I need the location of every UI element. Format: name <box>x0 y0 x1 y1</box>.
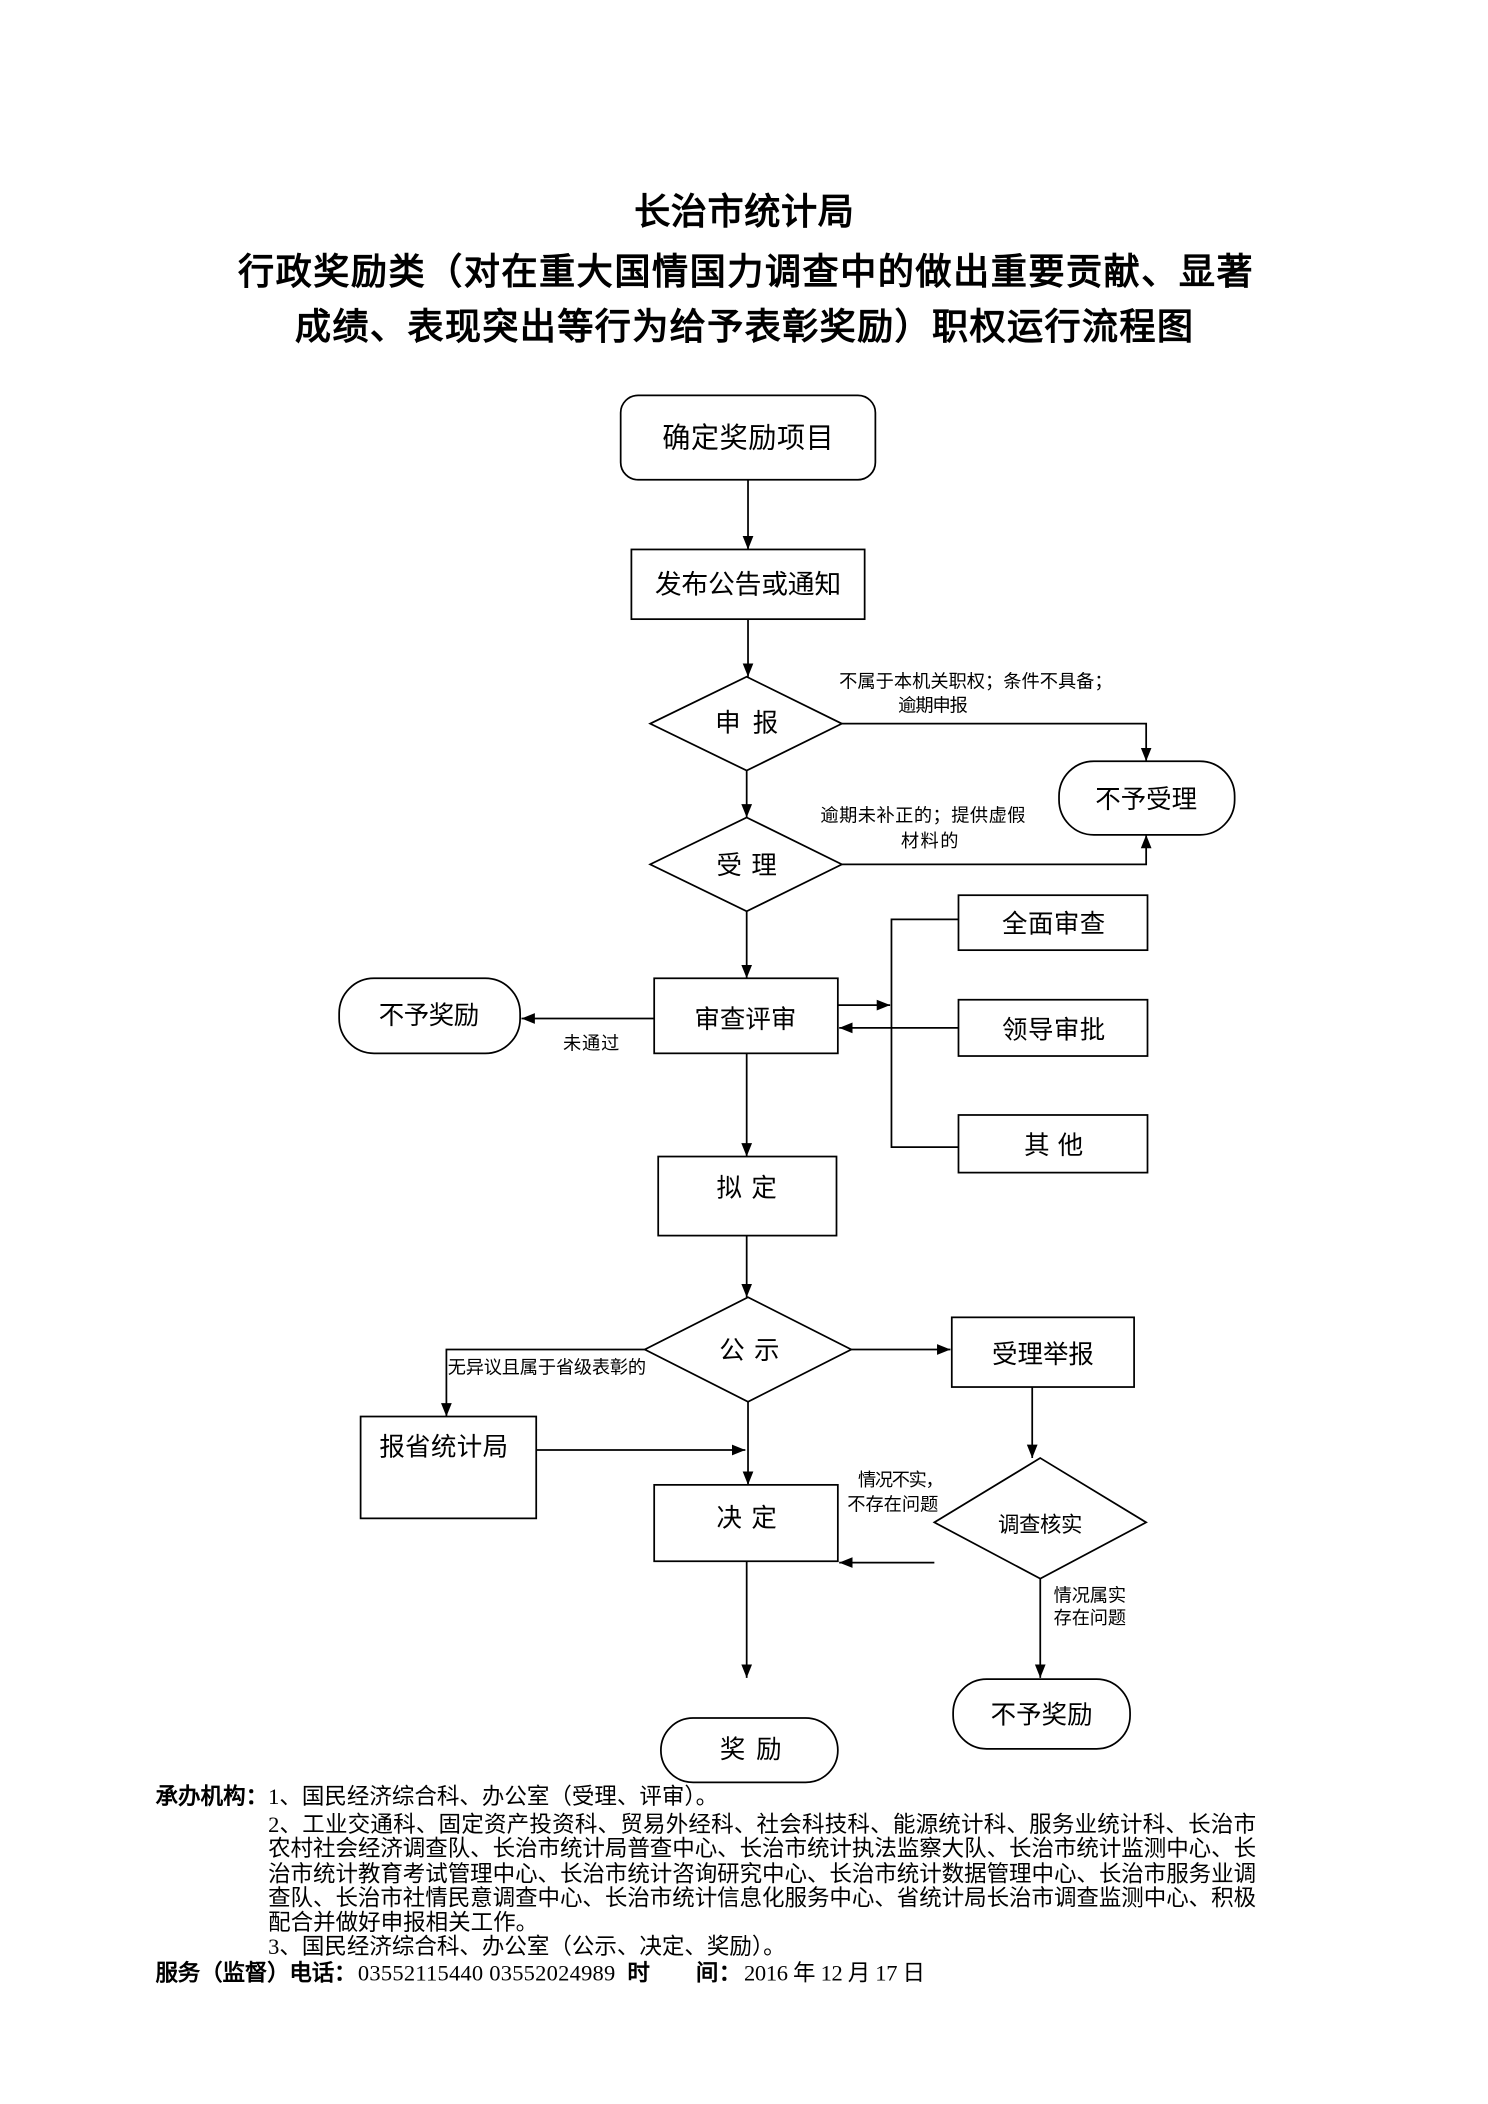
edge-label-report-false-1: 情况不实， <box>858 1470 944 1491</box>
footer-notes: 承办机构： 1、国民经济综合科、办公室（受理、评审）。 2、工业交通科、固定资产… <box>156 1783 1257 1986</box>
process-box <box>657 1155 838 1237</box>
process-box <box>630 548 866 621</box>
arrow-apply-to-not-accepted <box>841 722 1152 762</box>
process-box <box>359 1415 538 1520</box>
node-label: 拟 定 <box>717 1174 777 1204</box>
node-label: 不予奖励 <box>379 1001 480 1031</box>
node-publish-notice: 发布公告或通知 <box>630 548 866 621</box>
node-label: 领导审批 <box>1002 1016 1105 1046</box>
node-label: 审查评审 <box>694 1005 796 1035</box>
node-no-award-failed: 不予奖励 <box>338 977 522 1055</box>
process-box <box>957 1114 1149 1174</box>
review-options-bracket <box>890 918 959 1149</box>
agency-item-3: 3、国民经济综合科、办公室（公示、决定、奖励）。 <box>268 1934 786 1959</box>
agency-item-2-line-2: 农村社会经济调查队、长治市统计局普查中心、长治市统计执法监察大队、长治市统计监测… <box>268 1836 1256 1861</box>
terminal-box <box>338 977 522 1055</box>
node-label: 发布公告或通知 <box>655 570 841 601</box>
node-label: 奖 励 <box>720 1735 782 1765</box>
node-publicize: 公 示 <box>642 1296 854 1403</box>
decision-diamond <box>648 816 844 913</box>
node-no-award-verified: 不予奖励 <box>952 1678 1131 1750</box>
date-label: 时 间： <box>627 1961 741 1986</box>
process-box <box>957 894 1149 952</box>
edge-label-review-failed: 未通过 <box>563 1033 619 1054</box>
agency-item-1: 1、国民经济综合科、办公室（受理、评审）。 <box>268 1784 718 1809</box>
node-draft: 拟 定 <box>657 1155 838 1237</box>
agency-item-2-line-5: 配合并做好申报相关工作。 <box>268 1910 538 1935</box>
contact-phones: 03552115440 03552024989 <box>358 1961 615 1986</box>
edge-label-report-false-2: 不存在问题 <box>847 1494 938 1515</box>
node-not-accepted: 不予受理 <box>1058 760 1236 836</box>
agency-item-2-line-4: 查队、长治市社情民意调查中心、长治市统计信息化服务中心、省统计局长治市调查监测中… <box>268 1886 1256 1911</box>
node-accept: 受 理 <box>648 816 844 913</box>
node-label: 全面审查 <box>1002 910 1105 940</box>
terminal-box <box>660 1717 839 1784</box>
agency-item-2-line-1: 2、工业交通科、固定资产投资科、贸易外经科、社会科技科、能源统计科、服务业统计科… <box>268 1812 1256 1837</box>
decision-diamond <box>642 1296 854 1403</box>
process-box <box>653 977 839 1055</box>
node-label: 公 示 <box>719 1336 779 1366</box>
node-label: 报省统计局 <box>379 1432 508 1462</box>
node-label: 决 定 <box>717 1503 777 1533</box>
process-box <box>950 1316 1135 1388</box>
node-label: 其 他 <box>1024 1131 1083 1161</box>
node-label: 不予受理 <box>1095 785 1197 815</box>
node-label: 受理举报 <box>992 1340 1094 1370</box>
node-label: 不予奖励 <box>991 1700 1093 1730</box>
node-decide: 决 定 <box>653 1483 839 1563</box>
node-leader-approval: 领导审批 <box>957 998 1149 1057</box>
terminal-box <box>1058 760 1236 836</box>
edge-label-accept-rejected-1: 逾期未补正的；提供虚假 <box>820 806 1025 827</box>
node-label: 确定奖励项目 <box>662 422 834 455</box>
decision-diamond <box>932 1457 1148 1580</box>
contact-label: 服务（监督）电话： <box>156 1961 357 1986</box>
edge-labels: 不属于本机关职权；条件不具备； 逾期申报 逾期未补正的；提供虚假 材料的 未通过… <box>448 671 1126 1629</box>
node-review: 审查评审 <box>653 977 839 1055</box>
node-accept-report: 受理举报 <box>950 1316 1135 1388</box>
edge-label-apply-rejected-2: 逾期申报 <box>898 696 968 717</box>
edge-label-report-true-1: 情况属实 <box>1054 1585 1126 1606</box>
node-label: 受 理 <box>717 851 777 881</box>
agency-item-2-line-3: 治市统计教育考试管理中心、长治市统计咨询研究中心、长治市统计数据管理中心、长治市… <box>268 1862 1256 1887</box>
date-value: 2016 年 12 月 17 日 <box>744 1961 925 1986</box>
page-subtitle-line-2: 成绩、表现突出等行为给予表彰奖励）职权运行流程图 <box>295 305 1193 348</box>
edge-label-report-true-2: 存在问题 <box>1054 1608 1126 1629</box>
page-title: 长治市统计局 <box>634 190 854 233</box>
terminal-box <box>952 1678 1131 1750</box>
arrow-accept-to-not-accepted <box>841 834 1152 866</box>
page-subtitle-line-1: 行政奖励类（对在重大国情国力调查中的做出重要贡献、显著 <box>238 250 1253 293</box>
node-award: 奖 励 <box>660 1717 839 1784</box>
node-full-review: 全面审查 <box>957 894 1149 952</box>
node-report-province: 报省统计局 <box>359 1415 538 1520</box>
node-determine-project: 确定奖励项目 <box>619 394 877 481</box>
start-box <box>619 394 877 481</box>
process-box <box>653 1483 839 1563</box>
node-other: 其 他 <box>957 1114 1149 1174</box>
connectors <box>441 479 1152 1678</box>
agency-label: 承办机构： <box>156 1783 269 1809</box>
edge-label-apply-rejected-1: 不属于本机关职权；条件不具备； <box>839 671 1112 692</box>
process-box <box>957 998 1149 1057</box>
node-investigate: 调查核实 <box>932 1457 1148 1580</box>
decision-diamond <box>648 675 844 772</box>
node-label: 调查核实 <box>998 1513 1082 1538</box>
edge-label-provincial: 无异议且属于省级表彰的 <box>448 1358 646 1379</box>
page-header: 长治市统计局 行政奖励类（对在重大国情国力调查中的做出重要贡献、显著 成绩、表现… <box>238 190 1253 348</box>
node-label: 申 报 <box>715 709 778 739</box>
edge-label-accept-rejected-2: 材料的 <box>901 831 959 852</box>
node-apply: 申 报 <box>648 675 844 772</box>
arrow-publicize-to-province <box>441 1348 645 1417</box>
